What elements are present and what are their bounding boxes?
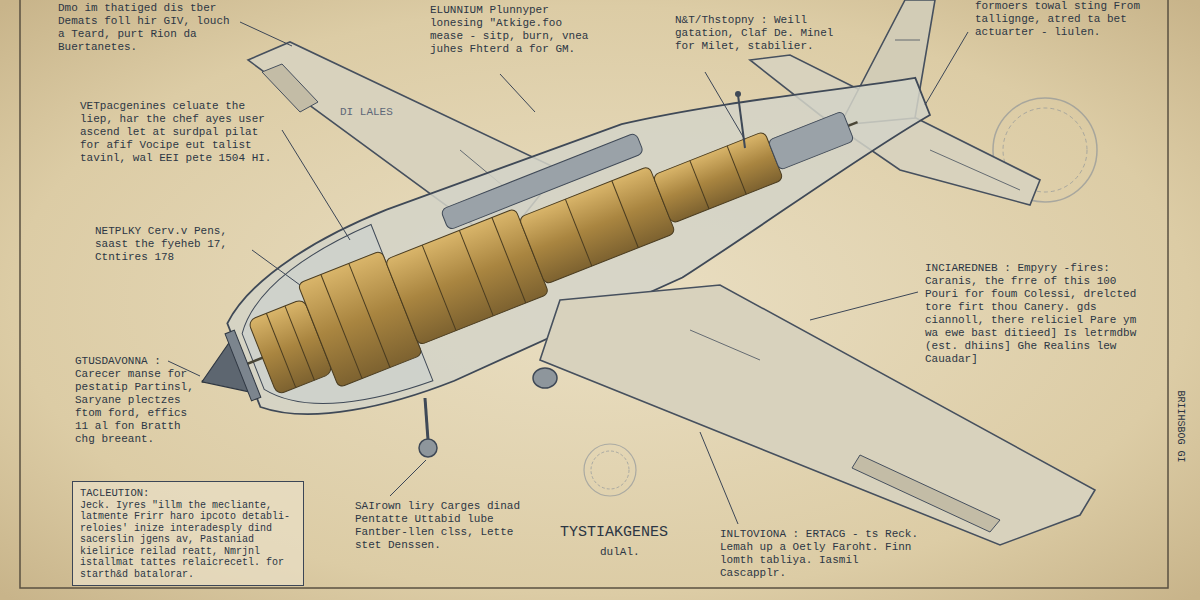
- edge-code: BRIIHSBOG GI: [1174, 377, 1187, 477]
- antenna: [738, 95, 745, 148]
- callout-note: VETpacgenines celuate the liep, har the …: [80, 100, 275, 165]
- landing-gear: [419, 368, 557, 457]
- note-box: TACLEUTION:Jeck. Iyres "illm the meclian…: [72, 481, 304, 587]
- leader-line: [168, 22, 968, 524]
- callout-note: INLTOVIONA : ERTACG - ts Reck. Lemah up …: [720, 528, 920, 580]
- callout-note: N&T/Thstopny : Weill gatation, Claf De. …: [675, 14, 835, 53]
- drawing-subtitle: dulAl.: [600, 546, 670, 559]
- callout-note: ELUNNIUM Plunnyper lonesing "Atkige.foo …: [430, 4, 595, 56]
- callout-note: GTUSDAVONNA : Carecer manse for pestatip…: [75, 355, 200, 446]
- callout-note: formoers towal sting From tallignge, atr…: [975, 0, 1150, 39]
- callout-note: NETPLKY Cerv.v Pens, saast the fyeheb 17…: [95, 225, 245, 264]
- sheet-frame: [20, 0, 1168, 588]
- watermark: DI LALES: [340, 106, 402, 119]
- drawing-title: TYSTIAKGENES: [560, 524, 690, 542]
- callout-note: SAIrown liry Carges dinad Pentatte Uttab…: [355, 500, 535, 552]
- box-body: Jeck. Iyres "illm the mecliante, latment…: [80, 500, 296, 581]
- callout-note: Dmo im thatiged dis tber Demats foll hir…: [58, 2, 233, 54]
- box-heading: TACLEUTION:: [80, 487, 296, 500]
- callout-note: INCIAREDNEB : Empyry -fires: Caranis, th…: [925, 262, 1140, 366]
